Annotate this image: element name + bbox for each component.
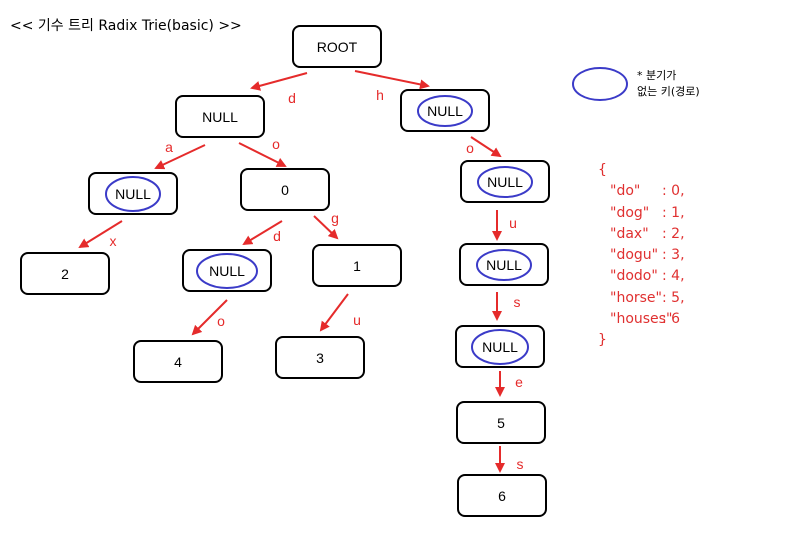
- edge-dod-o: [191, 299, 228, 336]
- diagram-title: << 기수 트리 Radix Trie(basic) >>: [10, 18, 242, 34]
- node-houses-label: 6: [498, 488, 506, 504]
- edge-label-dod-o: o: [217, 313, 225, 329]
- node-d-label: NULL: [202, 109, 238, 125]
- node-dogu: 3: [275, 336, 365, 379]
- node-do-label: 0: [281, 182, 289, 198]
- node-ho-label: NULL: [487, 174, 523, 190]
- edge-label-root-d: d: [288, 90, 296, 106]
- key-marker: [105, 176, 161, 212]
- kv-value: : 4,: [662, 268, 685, 285]
- node-dog: 1: [312, 244, 402, 287]
- kv-value: : 3,: [662, 247, 685, 264]
- node-root: ROOT: [292, 25, 382, 68]
- kv-key: "dodo": [610, 268, 658, 285]
- edges: [78, 70, 505, 473]
- edge-da-x: [78, 220, 123, 249]
- node-do: 0: [240, 168, 330, 211]
- key-marker: [417, 95, 473, 127]
- kv-key: "horse": [610, 289, 662, 306]
- edge-label-house-s: s: [517, 456, 524, 472]
- edge-label-da-x: x: [110, 233, 117, 249]
- node-h: NULL: [400, 89, 490, 132]
- edge-root-h: [354, 70, 430, 90]
- close-brace: }: [598, 332, 607, 349]
- edge-label-dog-u: u: [353, 312, 361, 328]
- node-h-label: NULL: [427, 103, 463, 119]
- node-dax: 2: [20, 252, 110, 295]
- edge-label-ho-u: u: [509, 215, 517, 231]
- node-hous: NULL: [455, 325, 545, 368]
- node-house-label: 5: [497, 415, 505, 431]
- node-dod-label: NULL: [209, 263, 245, 279]
- edge-d-a: [154, 144, 206, 170]
- kv-key: "dog": [610, 204, 650, 221]
- key-marker: [196, 253, 258, 289]
- edge-root-d: [250, 72, 308, 91]
- kv-key: "dax": [610, 225, 649, 242]
- edge-label-hous-e: e: [515, 374, 523, 390]
- kv-value: : 1,: [662, 204, 685, 221]
- edge-labels: d h a o o x d g u o u s e s: [110, 87, 524, 472]
- edge-label-root-h: h: [376, 87, 384, 103]
- node-dod: NULL: [182, 249, 272, 292]
- legend-line-1: * 분기가: [637, 69, 677, 82]
- node-hous-label: NULL: [482, 339, 518, 355]
- node-dax-label: 2: [61, 266, 69, 282]
- node-hou-label: NULL: [486, 257, 522, 273]
- node-houses: 6: [457, 474, 547, 517]
- edge-d-o: [238, 142, 287, 167]
- node-dogu-label: 3: [316, 350, 324, 366]
- edge-do-d: [242, 220, 283, 246]
- kv-value: : 2,: [662, 225, 685, 242]
- node-house: 5: [456, 401, 546, 444]
- kv-value: : 5,: [662, 289, 685, 306]
- edge-do-g: [313, 215, 339, 240]
- open-brace: {: [598, 162, 607, 178]
- kv-value: : 6: [662, 311, 681, 328]
- node-dog-label: 1: [353, 258, 361, 274]
- edge-label-do-g: g: [331, 210, 339, 226]
- kv-key: "houses": [610, 311, 673, 328]
- kv-key: "do": [610, 183, 641, 200]
- kv-value: : 0,: [662, 183, 685, 200]
- key-marker: [477, 166, 533, 198]
- edge-dog-u: [319, 293, 349, 332]
- edge-label-hou-s: s: [514, 294, 521, 310]
- node-d: NULL: [175, 95, 265, 138]
- nodes: ROOT NULL NULL NULL 0 NULL: [20, 25, 550, 517]
- legend-note: * 분기가 없는 키(경로): [637, 68, 700, 100]
- node-root-label: ROOT: [317, 39, 358, 55]
- node-da-label: NULL: [115, 186, 151, 202]
- edge-label-do-d: d: [273, 228, 281, 244]
- node-da: NULL: [88, 172, 178, 215]
- node-ho: NULL: [460, 160, 550, 203]
- legend-key-ellipse: [572, 67, 628, 101]
- legend-line-2: 없는 키(경로): [637, 85, 700, 98]
- key-marker: [476, 249, 532, 281]
- key-marker: [471, 329, 529, 365]
- node-hou: NULL: [459, 243, 549, 286]
- node-dodo-label: 4: [174, 354, 182, 370]
- edge-h-o: [470, 136, 502, 158]
- kv-key: "dogu": [610, 247, 659, 264]
- node-dodo: 4: [133, 340, 223, 383]
- edge-label-h-o: o: [466, 140, 474, 156]
- edge-label-d-a: a: [165, 139, 173, 155]
- edge-label-d-o: o: [272, 136, 280, 152]
